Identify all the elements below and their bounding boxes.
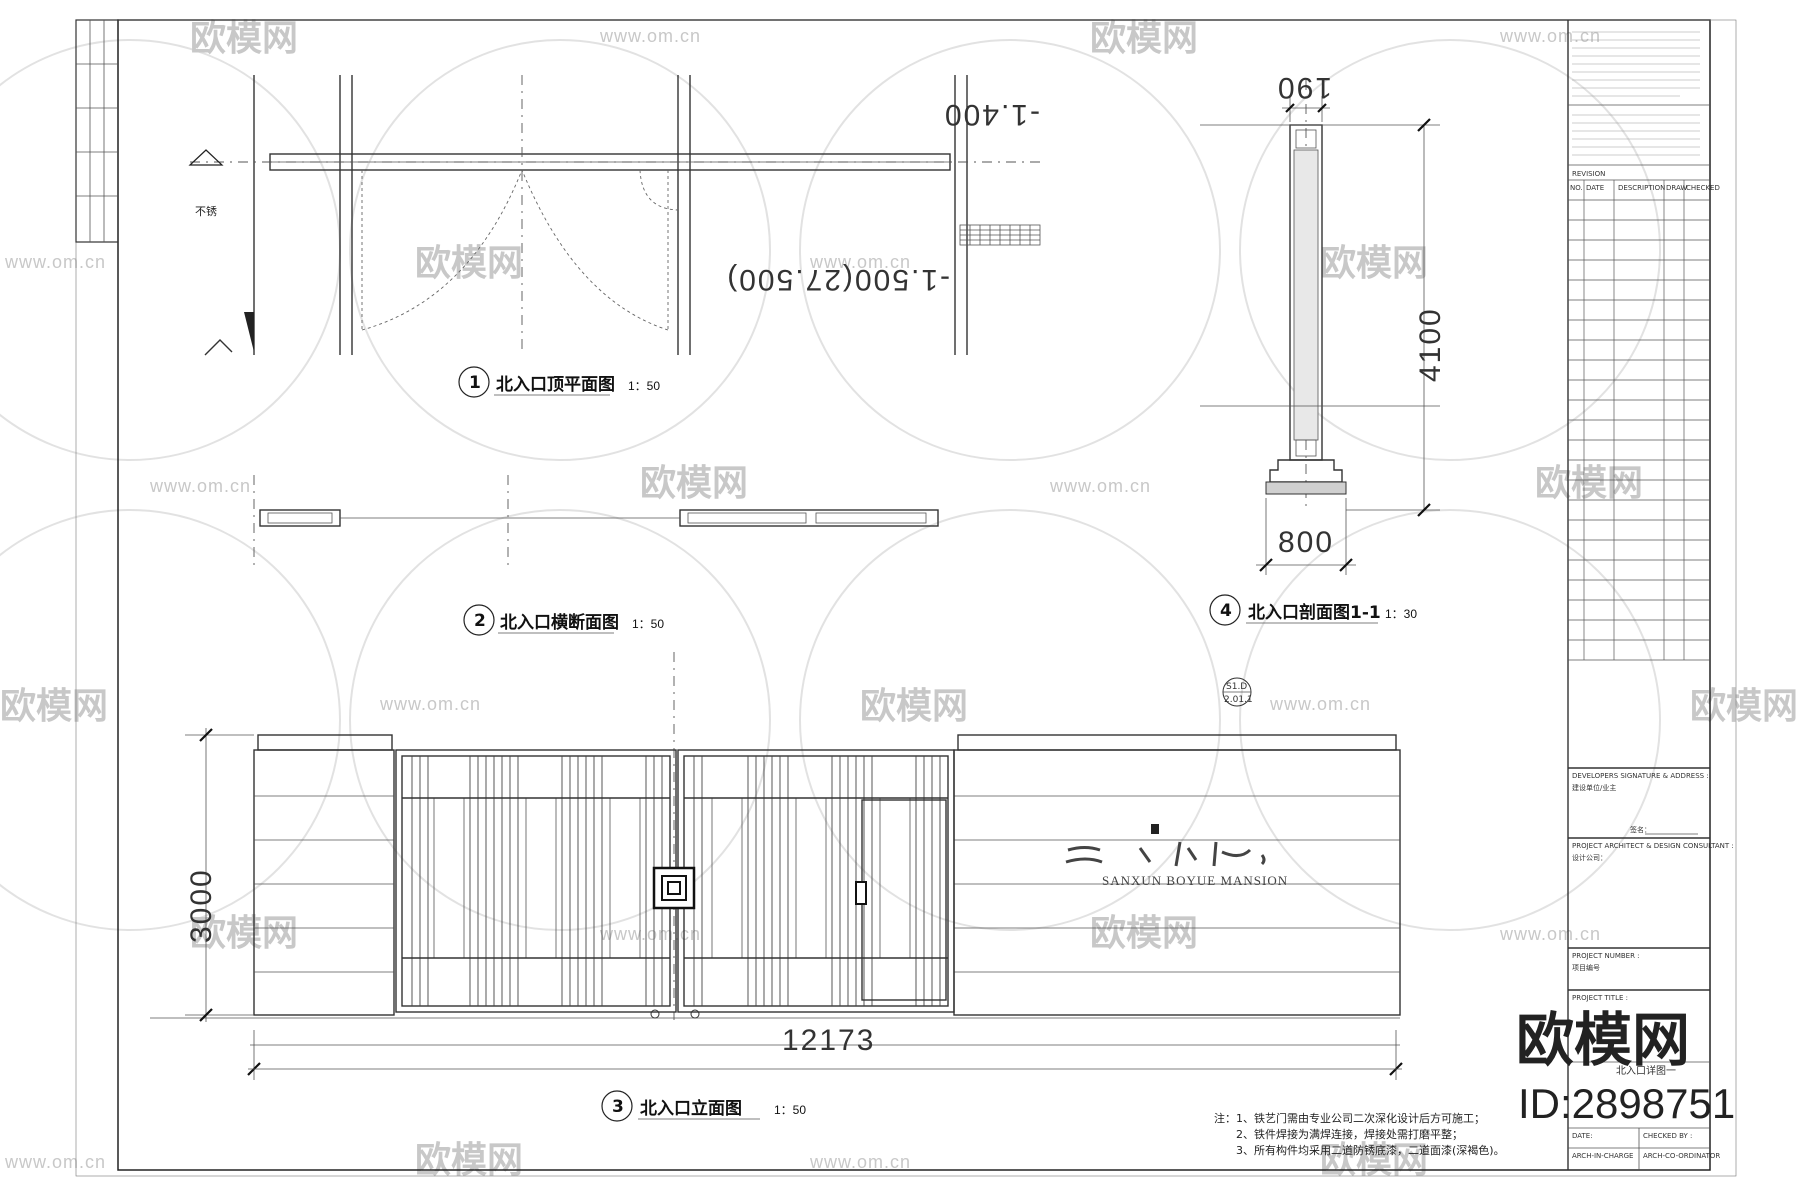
sheet-outer-border [75, 19, 1737, 1177]
view-2-cross-section: 2 北入口横断面图 1：50 [253, 475, 939, 636]
developer-cn: 建设单位/业主 [1572, 783, 1616, 792]
watermark-text: 欧模网 [1690, 686, 1798, 727]
view-title: 北入口剖面图1-1 [1248, 602, 1381, 623]
watermark-url: www.om.cn [809, 252, 911, 272]
watermark-url: www.om.cn [149, 476, 251, 496]
watermark-text: 欧模网 [415, 1140, 523, 1181]
developer-label: DEVELOPERS SIGNATURE & ADDRESS : [1572, 772, 1709, 780]
view-title: 北入口顶平面图 [496, 375, 615, 395]
note-item: 2、铁件焊接为满焊连接，焊接处需打磨平整； [1236, 1127, 1463, 1141]
watermark-url: www.om.cn [1499, 26, 1601, 46]
view-4-section: 190 4100 800 4 北入口剖面图1-1 1：30 [1200, 71, 1447, 626]
brand-name: 欧模网 [1516, 1006, 1690, 1074]
watermark-text: 欧模网 [1535, 463, 1643, 504]
watermark-text: 欧模网 [415, 243, 523, 284]
watermark-text: 欧模网 [1320, 1140, 1428, 1181]
notes-prefix: 注： [1214, 1111, 1236, 1125]
section-marker-top: S1.D [1226, 682, 1247, 692]
rev-header: DESCRIPTION [1618, 184, 1665, 192]
level-marker-icon [244, 312, 254, 352]
height-dimension: 3000 [185, 868, 218, 943]
watermark-text: 欧模网 [640, 463, 748, 504]
elevation-b-label: -1.500(27.500) [725, 263, 950, 296]
sheet-border [117, 19, 1711, 1171]
watermark-url: www.om.cn [599, 924, 701, 944]
date-label: DATE: [1572, 1132, 1593, 1140]
notes: 注： 1、铁艺门需由专业公司二次深化设计后方可施工； 2、铁件焊接为满焊连接，焊… [1214, 1111, 1505, 1157]
note-item: 1、铁艺门需由专业公司二次深化设计后方可施工； [1236, 1111, 1485, 1125]
sign-text: SANXUN BOYUE MANSION [1102, 873, 1288, 888]
width-dimension: 12173 [782, 1024, 875, 1057]
view-scale: 1：30 [1385, 607, 1417, 621]
elevation-a-label: -1.400 [943, 98, 1040, 131]
drawing-title: 北入口详图一 [1616, 1064, 1676, 1077]
view-number: 4 [1220, 601, 1232, 621]
watermark-url: www.om.cn [809, 1152, 911, 1172]
watermark-url: www.om.cn [1499, 924, 1601, 944]
arch-in-charge-label: ARCH-IN-CHARGE [1572, 1152, 1633, 1160]
watermark-text: 欧模网 [1090, 913, 1198, 954]
note-item: 3、所有构件均采用二道防锈底漆，二道面漆(深褐色)。 [1236, 1143, 1505, 1157]
view-number: 3 [612, 1097, 624, 1117]
watermark-url: www.om.cn [4, 252, 106, 272]
watermark-text: 欧模网 [190, 913, 298, 954]
rev-header: DRAW [1666, 184, 1687, 192]
watermark-url: www.om.cn [599, 26, 701, 46]
watermark-arcs [0, 39, 1661, 931]
view-title: 北入口立面图 [640, 1098, 742, 1119]
section-height-dimension: 4100 [1414, 307, 1447, 382]
view-scale: 1：50 [774, 1103, 806, 1117]
view-number: 2 [474, 611, 486, 631]
lock-icon [855, 881, 867, 905]
rev-header: NO. [1570, 184, 1583, 192]
revision-label: REVISION [1572, 170, 1605, 178]
view-scale: 1：50 [628, 379, 660, 393]
checked-by-label: CHECKED BY : [1643, 1132, 1692, 1140]
binding-strip [75, 19, 119, 243]
project-number-label: PROJECT NUMBER : [1572, 952, 1640, 960]
brand-overlay: 欧模网 ID:2898751 [1516, 1006, 1735, 1127]
view-title: 北入口横断面图 [500, 612, 619, 633]
north-arrow-icon [188, 149, 224, 166]
side-note: 不锈 [195, 205, 217, 218]
watermark-url: www.om.cn [1049, 476, 1151, 496]
rev-header: CHECKED [1686, 184, 1720, 192]
arch-coordinator-label: ARCH-CO-ORDINATOR [1643, 1152, 1720, 1160]
view-number: 1 [469, 373, 481, 393]
watermark-url: www.om.cn [379, 694, 481, 714]
brand-id: ID:2898751 [1518, 1080, 1735, 1127]
watermark-text: 欧模网 [0, 686, 108, 727]
watermarks: 欧模网 www.om.cn 欧模网 www.om.cn www.om.cn 欧模… [0, 18, 1798, 1181]
watermark-url: www.om.cn [4, 1152, 106, 1172]
watermark-text: 欧模网 [190, 18, 298, 59]
watermark-text: 欧模网 [860, 686, 968, 727]
door-handle-icon [652, 866, 696, 910]
project-number-cn: 项目编号 [1572, 963, 1600, 972]
project-title-label: PROJECT TITLE : [1572, 994, 1628, 1002]
title-block: REVISION NO. DATE DESCRIPTION DRAW CHECK… [1567, 20, 1734, 1170]
section-base-dimension: 800 [1278, 526, 1334, 559]
watermark-url: www.om.cn [1269, 694, 1371, 714]
watermark-text: 欧模网 [1090, 18, 1198, 59]
section-top-dimension: 190 [1276, 71, 1332, 104]
sign-calligraphy [1065, 841, 1266, 867]
view-3-elevation: S1.D 2.01.1 SANXUN BOYUE MANSION [150, 652, 1403, 1122]
view-1-ceiling-plan: 不锈 -1.400 -1.500(27.500) 1 北入口顶平面图 1：50 [188, 75, 1041, 398]
view-scale: 1：50 [632, 617, 664, 631]
watermark-text: 欧模网 [1320, 243, 1428, 284]
rev-header: DATE [1586, 184, 1604, 192]
architect-label: PROJECT ARCHITECT & DESIGN CONSULTANT : [1572, 842, 1734, 850]
section-marker-bottom: 2.01.1 [1224, 695, 1253, 705]
signature-label: 签名： [1630, 825, 1651, 834]
architect-cn: 设计公司： [1572, 853, 1607, 862]
